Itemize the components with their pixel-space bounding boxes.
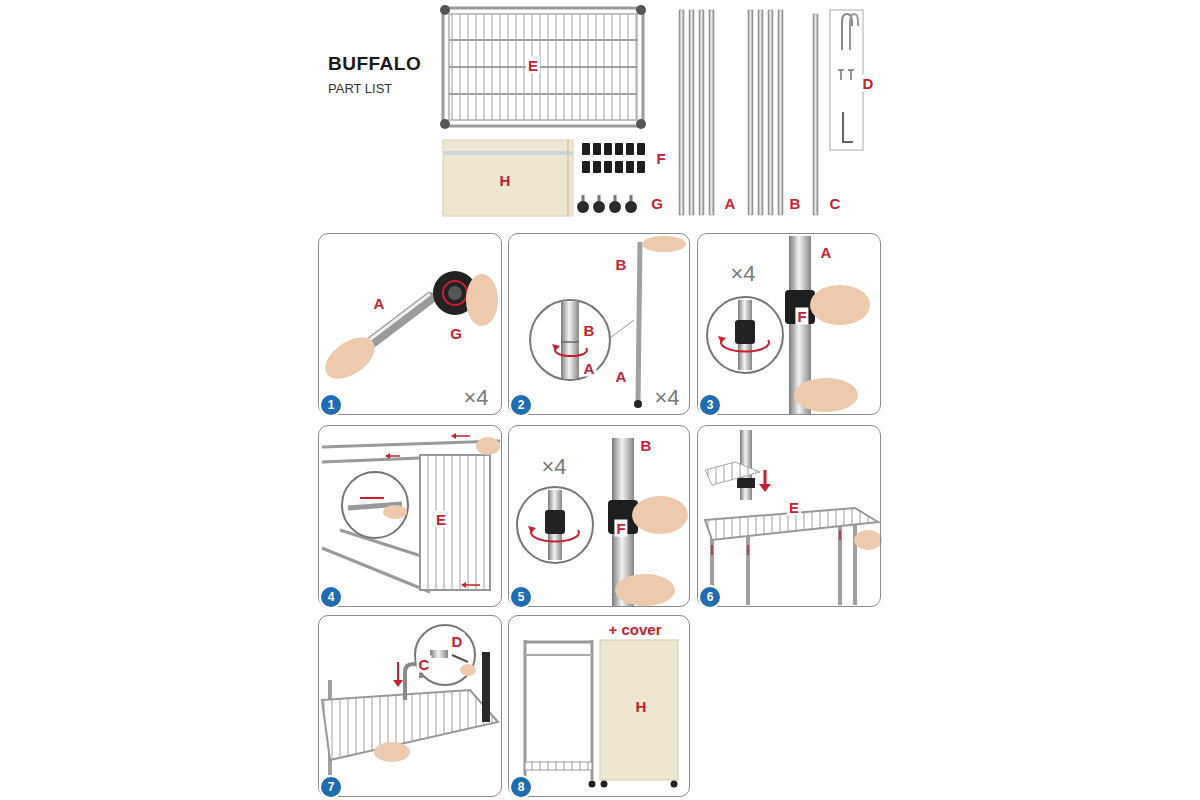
step-5-art — [517, 438, 688, 607]
part-letter: H — [498, 172, 513, 189]
part-letter: G — [649, 195, 665, 212]
callout-number: 4 — [328, 591, 335, 603]
part-letter: D — [861, 75, 876, 92]
part-letter: F — [614, 520, 627, 537]
step-7-art — [322, 625, 498, 796]
callout-number: 1 — [328, 399, 335, 411]
step-number: 5 — [511, 587, 531, 607]
step-6-art — [705, 430, 882, 605]
step-panel: ×4 B F 5 — [508, 425, 690, 607]
part-letter: A — [372, 295, 387, 312]
callout-number: 7 — [328, 781, 335, 793]
step-3-art — [707, 236, 870, 415]
step-number: 6 — [700, 587, 720, 607]
fabric-cover — [443, 140, 573, 216]
quantity-label: ×4 — [461, 387, 490, 409]
step-number: 4 — [321, 587, 341, 607]
part-letter: H — [634, 698, 649, 715]
callout-number: 2 — [518, 399, 525, 411]
clips — [582, 143, 645, 173]
part-letter: D — [450, 633, 465, 650]
part-letter: G — [448, 325, 464, 342]
step-panel: E4 — [318, 425, 502, 607]
part-letter: C — [417, 656, 432, 673]
step-panel: B B AA ×4 2 — [508, 233, 690, 415]
part-letter: C — [828, 195, 843, 212]
callout-number: 6 — [707, 591, 714, 603]
step-panel: ×4 A F 3 — [697, 233, 881, 415]
wheels — [577, 195, 637, 213]
poles — [679, 10, 818, 215]
part-letter: B — [614, 256, 629, 273]
step-number: 2 — [511, 395, 531, 415]
step-1-art — [318, 271, 498, 387]
quantity-label: ×4 — [652, 387, 681, 409]
callout-number: 3 — [707, 399, 714, 411]
part-letter: E — [526, 57, 540, 74]
subtitle-text: PART LIST — [328, 82, 392, 95]
part-letter: B — [788, 195, 803, 212]
step-number: 1 — [321, 395, 341, 415]
part-letter: B — [639, 437, 654, 454]
wire-shelf — [440, 5, 646, 129]
part-letter: E — [434, 511, 448, 528]
step-2-art — [530, 236, 686, 408]
part-letter: E — [787, 499, 801, 516]
hardware-box — [830, 10, 863, 150]
step-number: 8 — [511, 777, 531, 797]
quantity-label: ×4 — [539, 456, 568, 478]
quantity-label: ×4 — [728, 263, 757, 285]
part-letter: A — [723, 195, 738, 212]
step-4-art — [322, 433, 500, 592]
part-letter: A — [582, 360, 597, 377]
brand-title: BUFFALO — [328, 54, 421, 73]
part-letter: A — [819, 244, 834, 261]
step-number: 7 — [321, 777, 341, 797]
part-letter: B — [582, 322, 597, 339]
step-panel: + coverH 8 — [508, 615, 690, 797]
step-number: 3 — [700, 395, 720, 415]
callout-number: 8 — [518, 781, 525, 793]
part-letter: F — [795, 308, 808, 325]
step-8-art — [522, 640, 679, 788]
part-letter: A — [614, 368, 629, 385]
step-panel: E6 — [697, 425, 881, 607]
callout-number: 5 — [518, 591, 525, 603]
step-panel: A G ×4 1 — [318, 233, 502, 415]
step-panel: C D 7 — [318, 615, 502, 797]
part-letter: F — [654, 150, 667, 167]
part-letter: + cover — [607, 621, 664, 638]
